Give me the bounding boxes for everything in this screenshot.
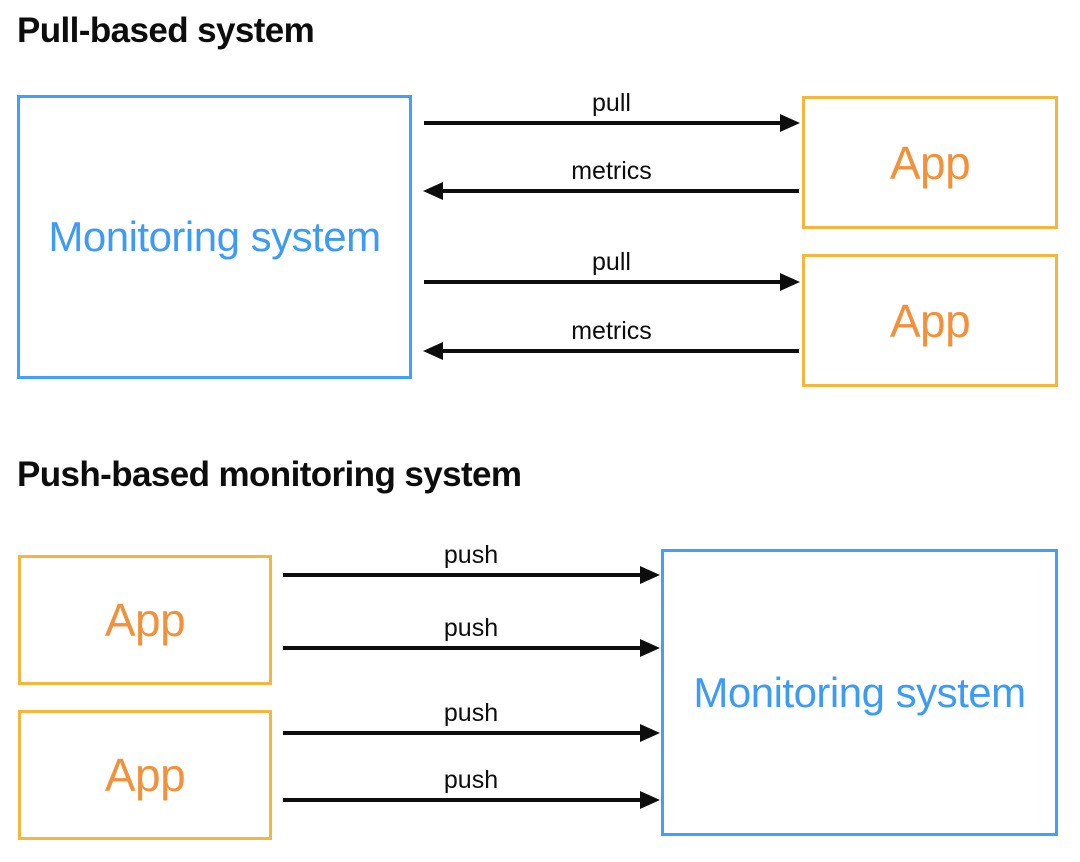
arrow-pull-monitoring-to-app-1 bbox=[424, 112, 800, 134]
node-app-push-2: App bbox=[18, 710, 272, 840]
arrow-label-push-3: push bbox=[443, 699, 499, 727]
arrow-metrics-app-1-to-monitoring bbox=[423, 180, 799, 202]
arrow-head-left-icon bbox=[423, 342, 443, 360]
node-app-push-1: App bbox=[18, 555, 272, 685]
arrow-head-right-icon bbox=[780, 114, 800, 132]
arrow-push-app-2-to-monitoring-b bbox=[283, 789, 660, 811]
arrow-label-push-4: push bbox=[443, 766, 499, 794]
arrow-push-app-1-to-monitoring-b bbox=[283, 637, 660, 659]
arrow-head-right-icon bbox=[640, 566, 660, 584]
arrow-head-right-icon bbox=[780, 273, 800, 291]
arrow-label-push-1: push bbox=[443, 541, 499, 569]
section-title-pull: Pull-based system bbox=[17, 11, 315, 50]
arrow-line bbox=[424, 280, 783, 284]
arrow-label-pull-1: pull bbox=[592, 89, 631, 117]
node-monitoring-system-pull: Monitoring system bbox=[17, 95, 412, 379]
section-title-push: Push-based monitoring system bbox=[17, 455, 522, 494]
arrow-push-app-2-to-monitoring-a bbox=[283, 722, 660, 744]
arrow-metrics-app-2-to-monitoring bbox=[423, 340, 799, 362]
arrow-line bbox=[283, 646, 643, 650]
node-app-pull-1: App bbox=[802, 96, 1058, 229]
arrow-head-right-icon bbox=[640, 791, 660, 809]
arrow-line bbox=[283, 731, 643, 735]
arrow-label-pull-2: pull bbox=[592, 248, 631, 276]
arrow-head-left-icon bbox=[423, 182, 443, 200]
arrow-head-right-icon bbox=[640, 724, 660, 742]
node-monitoring-system-push: Monitoring system bbox=[661, 549, 1058, 836]
arrow-label-metrics-1: metrics bbox=[571, 157, 652, 185]
node-app-pull-2: App bbox=[802, 254, 1058, 387]
arrow-pull-monitoring-to-app-2 bbox=[424, 271, 800, 293]
arrow-label-metrics-2: metrics bbox=[571, 317, 652, 345]
arrow-line bbox=[283, 573, 643, 577]
arrow-label-push-2: push bbox=[443, 614, 499, 642]
arrow-line bbox=[283, 798, 643, 802]
arrow-head-right-icon bbox=[640, 639, 660, 657]
arrow-push-app-1-to-monitoring-a bbox=[283, 564, 660, 586]
arrow-line bbox=[440, 349, 799, 353]
arrow-line bbox=[440, 189, 799, 193]
arrow-line bbox=[424, 121, 783, 125]
